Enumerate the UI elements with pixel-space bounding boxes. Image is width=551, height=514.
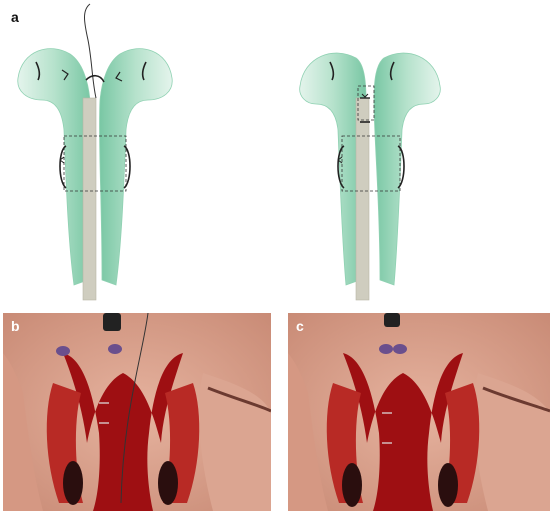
right-lateral-crus bbox=[374, 53, 440, 285]
diagram-left-cartilage-strut-suturing bbox=[0, 0, 275, 305]
right-lateral-crus bbox=[99, 49, 172, 285]
photo-c-intraoperative: c bbox=[288, 313, 550, 511]
panel-label-c: c bbox=[296, 319, 304, 333]
photo-b-intraoperative: b bbox=[3, 313, 271, 511]
diagram-right-cartilage-strut-fixed bbox=[276, 0, 551, 305]
columellar-strut bbox=[83, 98, 96, 300]
panel-label-b: b bbox=[11, 319, 20, 333]
left-lateral-crus bbox=[18, 49, 91, 285]
columellar-strut bbox=[356, 98, 369, 300]
